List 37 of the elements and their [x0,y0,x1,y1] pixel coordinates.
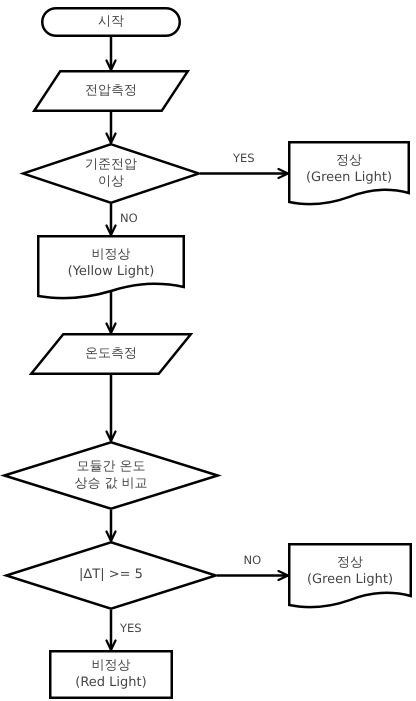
node-label: 정상 [337,555,363,572]
process-box [49,650,173,699]
node-label: (Red Light) [75,674,147,692]
input-parallelogram [30,333,192,375]
node-label: 기준전압 이상 [84,156,138,190]
document-shape [37,235,185,301]
arrow [105,291,117,334]
arrow [105,204,117,236]
arrow [105,610,117,652]
input-parallelogram [33,70,189,112]
node-label: |ΔT| >= 5 [79,567,143,584]
node-label: 전압측정 [85,82,137,100]
document-shape [288,543,412,610]
node-label: (Green Light) [306,170,392,186]
node-label: (Green Light) [306,572,394,589]
arrow [105,37,117,72]
decision-diamond [5,541,217,610]
edge-label: YES [120,622,142,636]
node-label: 온도측정 [85,346,137,362]
node-label: 정상 [336,152,362,170]
decision-diamond [22,143,200,204]
edge-label: NO [120,212,138,226]
document-shape [288,141,410,207]
arrow [217,570,290,582]
node-label: 시작 [98,14,124,30]
terminator-shape [41,7,181,37]
node-label: 모듈간 온도 상승 값 비교 [73,458,149,492]
node-label: 비정상 [92,246,130,264]
decision-diamond [3,441,219,510]
node-label: 비정상 [92,658,130,674]
node-label: (Yellow Light) [68,264,154,280]
edge-label: NO [244,554,262,568]
arrow [105,510,117,542]
arrow [105,375,117,442]
arrow [200,168,290,180]
arrow [105,112,117,144]
edge-label: YES [233,152,255,166]
